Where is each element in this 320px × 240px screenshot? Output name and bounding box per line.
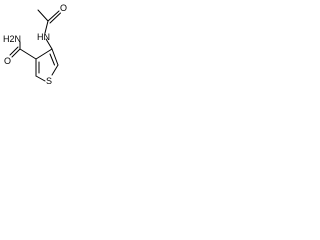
bond-acetyl-c-o <box>47 10 60 22</box>
atom-label-amide-nh: HN <box>37 32 50 42</box>
bond-ring-c5-s <box>51 64 59 76</box>
bond-ring-c3-c4 <box>35 48 53 60</box>
bond-ring-s-c2 <box>35 75 46 82</box>
atom-label-carboxamide-nh2: H2N <box>3 34 21 44</box>
bond-ring-c4-c5-inner <box>49 53 55 66</box>
atom-label-carbonyl-oxygen: O <box>4 56 11 66</box>
bond-nh-ring <box>45 38 53 50</box>
atom-label-ring-sulfur: S <box>46 76 52 86</box>
bond-acetyl-c-o-second <box>49 12 61 24</box>
bond-carboxamide-o <box>11 48 21 58</box>
bond-carbonyl-nh <box>44 20 49 34</box>
chemical-structure-diagram: O HN H2N O S <box>3 3 67 86</box>
bond-ring-c4-c5 <box>51 48 59 66</box>
atom-label-acetyl-oxygen: O <box>60 3 67 13</box>
bond-carboxamide-o-second <box>9 46 19 56</box>
bond-methyl-carbonyl <box>37 9 49 22</box>
bond-ring-carboxamide <box>19 48 37 60</box>
